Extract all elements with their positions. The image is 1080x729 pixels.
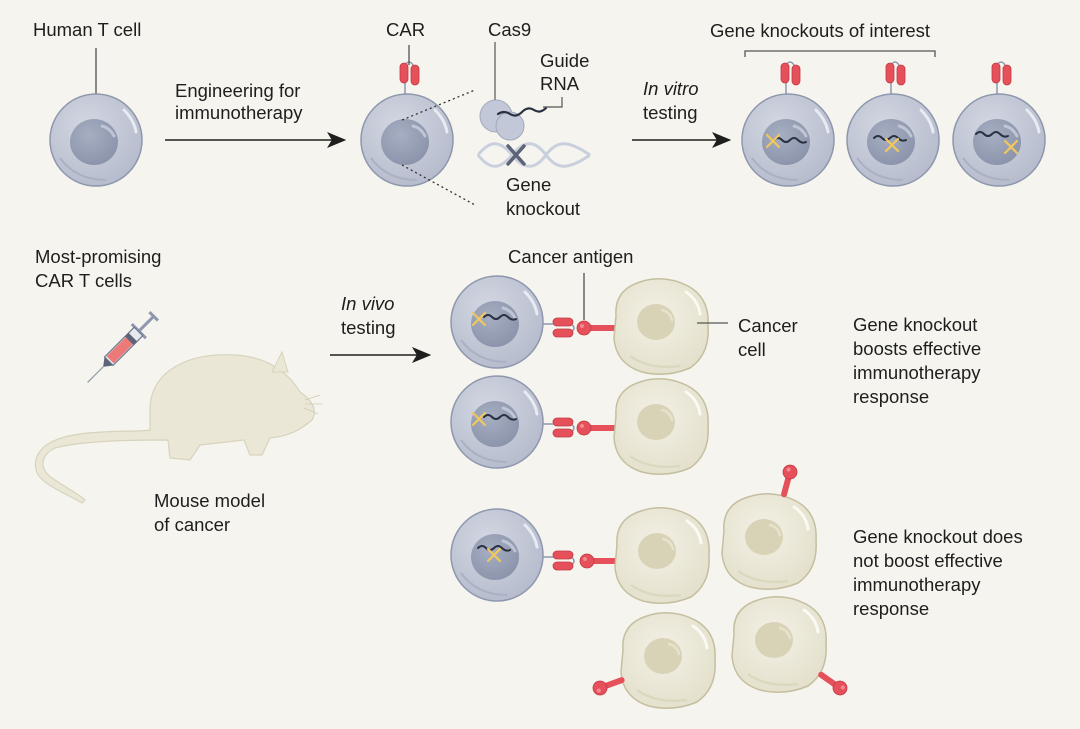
label-cancer-cell-line2: cell <box>738 339 766 360</box>
zoom-line-bottom <box>401 164 476 206</box>
label-boosts-line4: response <box>853 386 930 407</box>
t-cell-ineffective <box>449 507 575 603</box>
mouse-icon <box>34 350 322 504</box>
ineffective-response-group <box>449 462 851 710</box>
cancer-cell-ineffective-4 <box>730 595 851 699</box>
label-cancer-cell-line1: Cancer <box>738 315 798 336</box>
label-in-vitro: In vitro <box>643 78 699 99</box>
label-boosts-line2: boosts effective <box>853 338 982 359</box>
dna-helix-icon <box>476 142 591 168</box>
label-cancer-antigen: Cancer antigen <box>508 246 634 267</box>
t-cell-effective-2 <box>449 374 575 470</box>
label-mouse-model-line1: Mouse model <box>154 490 266 511</box>
label-cas9: Cas9 <box>488 19 532 40</box>
label-in-vivo: In vivo <box>341 293 395 314</box>
label-in-vivo-testing: testing <box>341 317 396 338</box>
guide-rna-icon <box>496 106 548 117</box>
knockout-cell-2 <box>845 61 941 188</box>
zoom-line-top <box>401 89 476 121</box>
knockout-cell-1 <box>740 61 836 188</box>
bracket <box>744 50 936 57</box>
label-boosts-line1: Gene knockout <box>853 314 978 335</box>
label-engineering-line1: Engineering for <box>175 80 301 101</box>
label-not-boost-line3: immunotherapy <box>853 574 981 595</box>
effective-response-group <box>449 273 728 476</box>
cancer-cell-effective-1 <box>612 277 710 376</box>
syringe-icon <box>87 311 159 383</box>
label-guide-rna-line1: Guide <box>540 50 590 71</box>
label-gene-knockouts-of-interest: Gene knockouts of interest <box>710 20 931 41</box>
label-human-t-cell: Human T cell <box>33 19 142 40</box>
cancer-cell-ineffective-2 <box>720 462 818 591</box>
label-not-boost-line2: not boost effective <box>853 550 1003 571</box>
label-mouse-model-line2: of cancer <box>154 514 231 535</box>
human-t-cell <box>48 48 144 188</box>
antigen-effective-1 <box>576 320 621 336</box>
label-gene-knockout-line2: knockout <box>506 198 581 219</box>
t-cell-effective-1 <box>449 274 575 370</box>
knockout-cells <box>740 61 1047 188</box>
cancer-cell-ineffective-1 <box>613 506 711 605</box>
engineered-car-t-cell <box>359 45 476 206</box>
label-gene-knockout-line1: Gene <box>506 174 552 195</box>
label-boosts-line3: immunotherapy <box>853 362 981 383</box>
antigen-effective-2 <box>576 420 621 436</box>
label-engineering-line2: immunotherapy <box>175 102 303 123</box>
label-most-promising-line2: CAR T cells <box>35 270 132 291</box>
label-guide-rna-line2: RNA <box>540 73 580 94</box>
car-receptor <box>399 61 420 96</box>
cut-x-icon <box>506 144 526 166</box>
label-in-vitro-testing: testing <box>643 102 698 123</box>
label-most-promising-line1: Most-promising <box>35 246 162 267</box>
label-car: CAR <box>386 19 426 40</box>
cancer-cell-ineffective-3 <box>590 611 717 710</box>
label-not-boost-line1: Gene knockout does <box>853 526 1023 547</box>
cas9-complex <box>476 42 591 168</box>
knockout-cell-3 <box>951 61 1047 188</box>
cancer-cell-effective-2 <box>612 377 710 476</box>
label-not-boost-line4: response <box>853 598 930 619</box>
